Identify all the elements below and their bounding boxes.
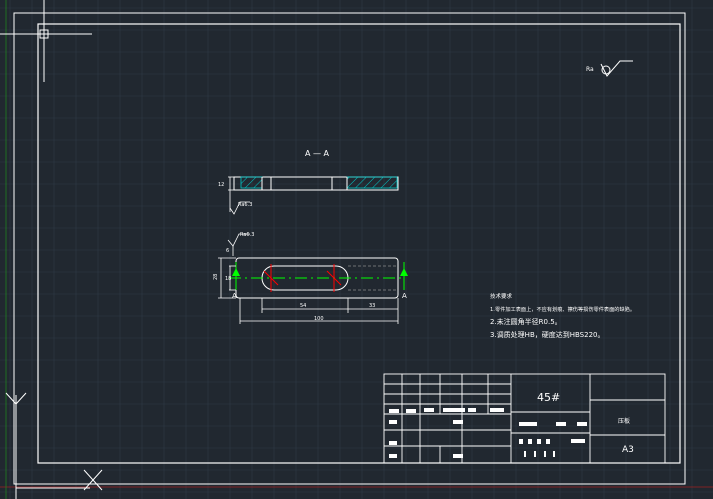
plan-roughness-label: Ra6.3 — [240, 232, 254, 238]
section-view — [228, 176, 399, 215]
notes-line-3: 3.调质处理HB，硬度达到HBS220。 — [490, 330, 605, 339]
section-roughness-label: Ra6.3 — [238, 202, 252, 208]
dim-54: 54 — [300, 303, 306, 309]
plan-slot-width-dim: 18 — [225, 276, 231, 282]
outer-border — [13, 12, 686, 485]
material-label: 45# — [537, 391, 560, 404]
notes-title: 技术要求 — [490, 292, 513, 300]
section-arrow-right-label: A — [402, 292, 407, 300]
notes-line-2: 2.未注圆角半径R0.5。 — [490, 317, 562, 326]
sheet-size-label: A3 — [622, 445, 634, 455]
technical-notes: 技术要求 1.零件加工表面上，不应有划痕、擦伤等损伤零件表面的缺陷。 2.未注圆… — [490, 292, 635, 339]
crosshair-cursor — [0, 0, 92, 82]
plan-slot-depth-dim: 6 — [226, 248, 229, 254]
section-thickness-dim: 12 — [218, 182, 224, 188]
title-block-small-labels — [389, 408, 587, 458]
dim-33: 33 — [369, 303, 375, 309]
notes-line-1: 1.零件加工表面上，不应有划痕、擦伤等损伤零件表面的缺陷。 — [490, 305, 635, 313]
section-view-label: A — A — [305, 149, 330, 158]
plan-width-dim: 28 — [213, 274, 219, 280]
part-name-label: 压板 — [618, 417, 630, 425]
dim-100: 100 — [314, 316, 324, 322]
inner-border — [37, 23, 681, 464]
title-block — [383, 373, 666, 464]
ucs-icon — [5, 392, 103, 499]
section-arrow-left-label: A — [232, 292, 237, 300]
roughness-symbol-global — [600, 60, 633, 77]
plan-view — [218, 233, 408, 324]
roughness-global-label: Ra — [586, 66, 594, 73]
ucs-y-label: Y — [6, 394, 19, 415]
